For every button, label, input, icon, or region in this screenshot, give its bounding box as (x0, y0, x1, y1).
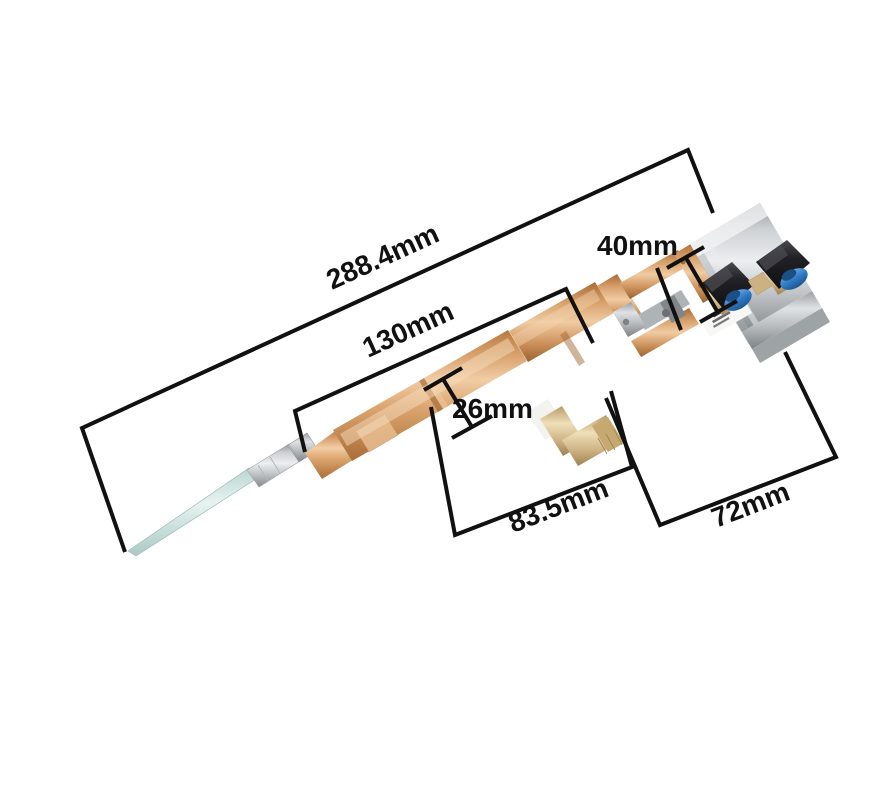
dimension-72mm: 72mm (604, 351, 839, 534)
dimension-label-130mm: 130mm (358, 295, 459, 363)
dimension-label-288-4mm: 288.4mm (322, 218, 444, 296)
nozzle-hex-nut (246, 432, 319, 488)
dimension-label-83-5mm: 83.5mm (504, 472, 612, 538)
brass-elbow-fitting (527, 399, 624, 466)
valve-rear-barrel (509, 282, 614, 366)
push-fit-connector (756, 240, 810, 295)
valve-body (333, 330, 527, 461)
dimension-label-26mm: 26mm (452, 393, 533, 424)
nozzle-tip (127, 467, 257, 557)
dimension-label-40mm: 40mm (597, 230, 678, 261)
dimension-label-72mm: 72mm (707, 476, 794, 534)
product-assembly (127, 203, 830, 557)
dimension-40mm: 40mm (597, 230, 738, 331)
dimension-26mm: 26mm (422, 366, 533, 440)
connector-stem (748, 272, 772, 295)
